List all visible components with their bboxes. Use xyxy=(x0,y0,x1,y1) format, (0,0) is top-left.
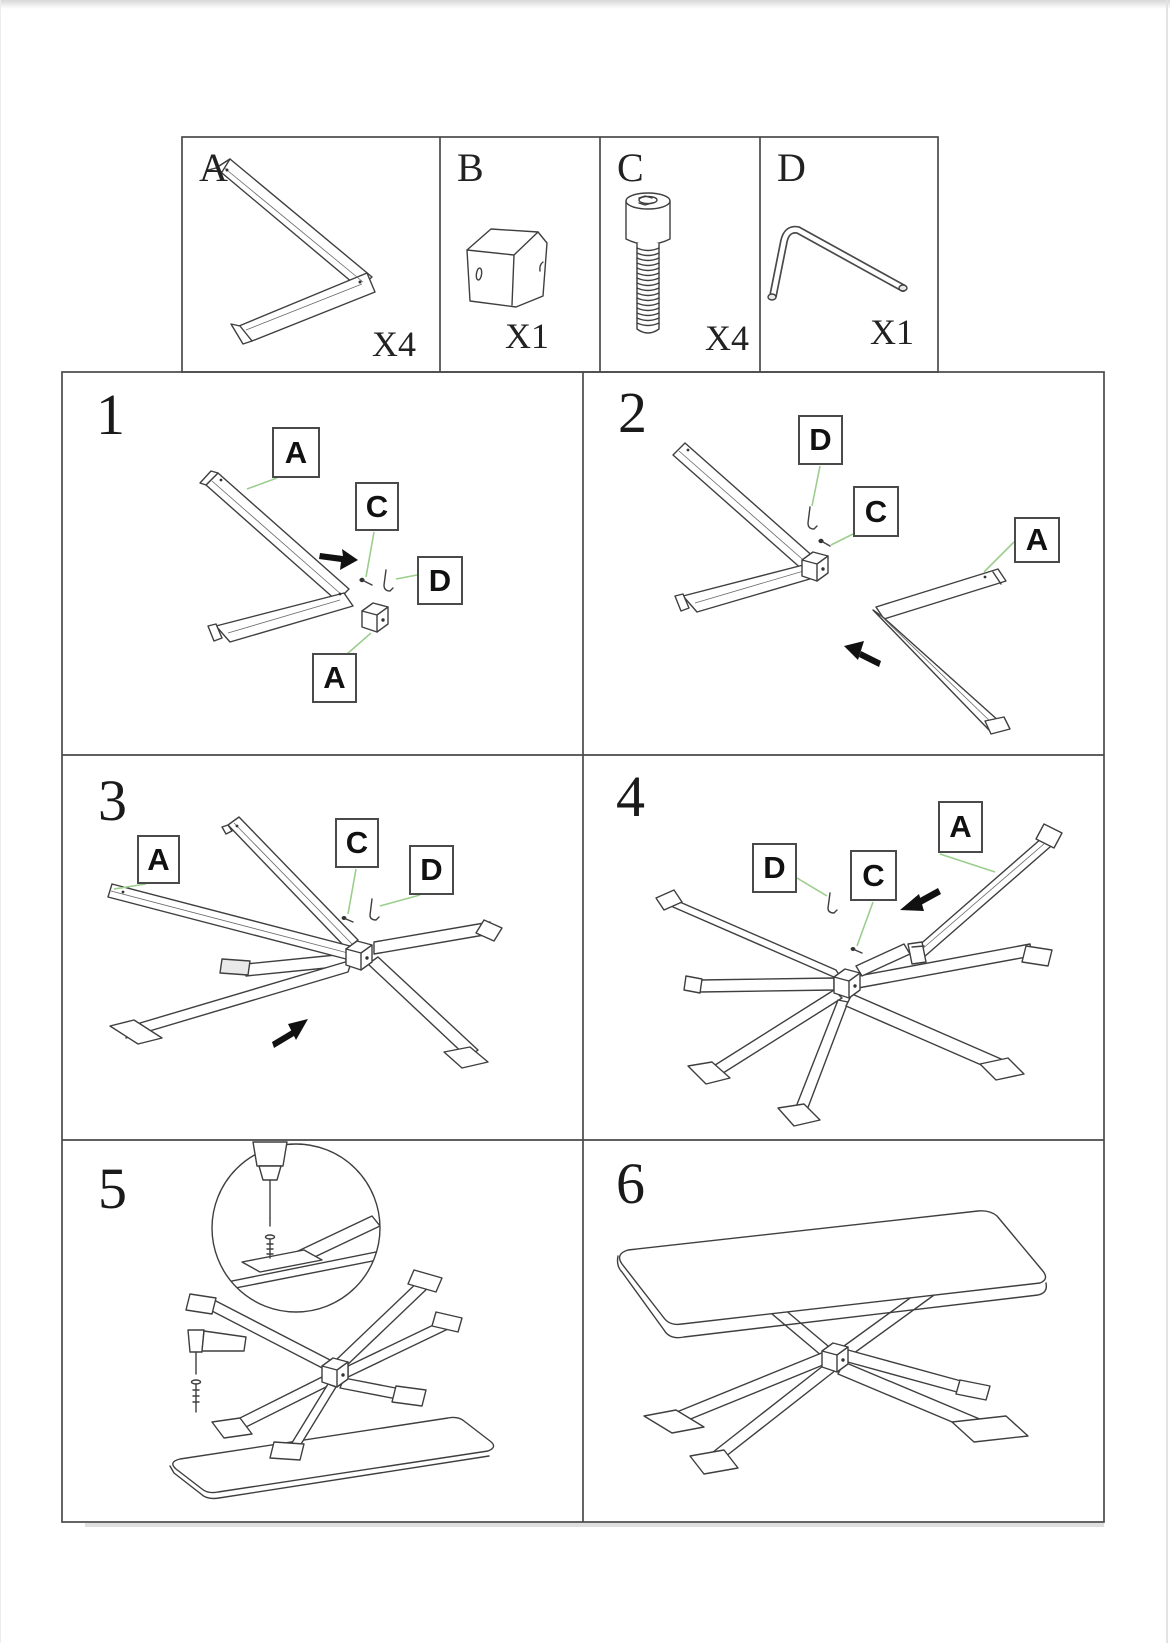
callout-step3-a: A xyxy=(137,835,180,884)
step-number-2: 2 xyxy=(618,380,647,445)
step-number-4: 4 xyxy=(616,764,645,829)
part-qty-b: X1 xyxy=(505,316,549,356)
step1-drawing xyxy=(199,470,418,655)
part-qty-d: X1 xyxy=(870,312,914,352)
step-number-1: 1 xyxy=(96,382,125,447)
drill-icon xyxy=(252,1141,288,1227)
tabletop xyxy=(618,1210,1047,1326)
part-qty-a: X4 xyxy=(372,324,416,364)
callout-step1-d: D xyxy=(417,556,463,605)
page-right-edge xyxy=(1166,0,1168,1643)
part-label-a: A xyxy=(199,145,228,190)
page-left-edge xyxy=(0,0,1,1643)
step5-drawing xyxy=(169,1141,495,1500)
arrow-up-left-icon xyxy=(844,641,881,667)
part-label-d: D xyxy=(777,145,806,190)
step3-drawing xyxy=(107,816,503,1069)
callout-step4-d: D xyxy=(752,843,797,893)
step4-drawing xyxy=(655,823,1063,1127)
screwdriver-icon xyxy=(187,1329,247,1375)
step-number-5: 5 xyxy=(98,1156,127,1221)
arrow-right-icon xyxy=(319,549,358,570)
page-top-edge xyxy=(0,0,1170,9)
callout-step1-a-bottom: A xyxy=(312,653,357,703)
step-number-6: 6 xyxy=(616,1151,645,1216)
arrow-up-right-icon xyxy=(272,1019,308,1048)
part-b-drawing xyxy=(466,228,548,308)
callout-step1-a-top: A xyxy=(272,427,320,478)
part-label-b: B xyxy=(457,145,484,190)
steps-grid-frame xyxy=(61,371,1105,1523)
step-number-3: 3 xyxy=(98,768,127,833)
callout-step3-c: C xyxy=(335,818,379,868)
part-a-drawing xyxy=(207,158,376,345)
callout-step2-a: A xyxy=(1014,517,1060,563)
screw-icon xyxy=(190,1379,202,1413)
parts-table-frame xyxy=(181,136,939,373)
callout-step2-c: C xyxy=(853,486,899,537)
arrow-down-left-icon xyxy=(900,888,941,911)
callout-step1-c: C xyxy=(355,482,399,531)
screw-detail-icon xyxy=(264,1234,276,1259)
part-qty-c: X4 xyxy=(705,318,749,358)
callout-step4-c: C xyxy=(850,850,897,901)
callout-step2-d: D xyxy=(798,415,843,465)
callout-step3-d: D xyxy=(409,845,454,895)
step6-drawing xyxy=(616,1210,1048,1475)
detail-circle xyxy=(211,1143,381,1313)
grid-bottom-shadow xyxy=(85,1523,1104,1527)
part-d-drawing xyxy=(767,225,908,301)
part-c-drawing xyxy=(625,192,671,334)
part-label-c: C xyxy=(617,145,644,190)
step2-drawing xyxy=(672,442,1015,735)
callout-step4-a: A xyxy=(938,801,983,853)
